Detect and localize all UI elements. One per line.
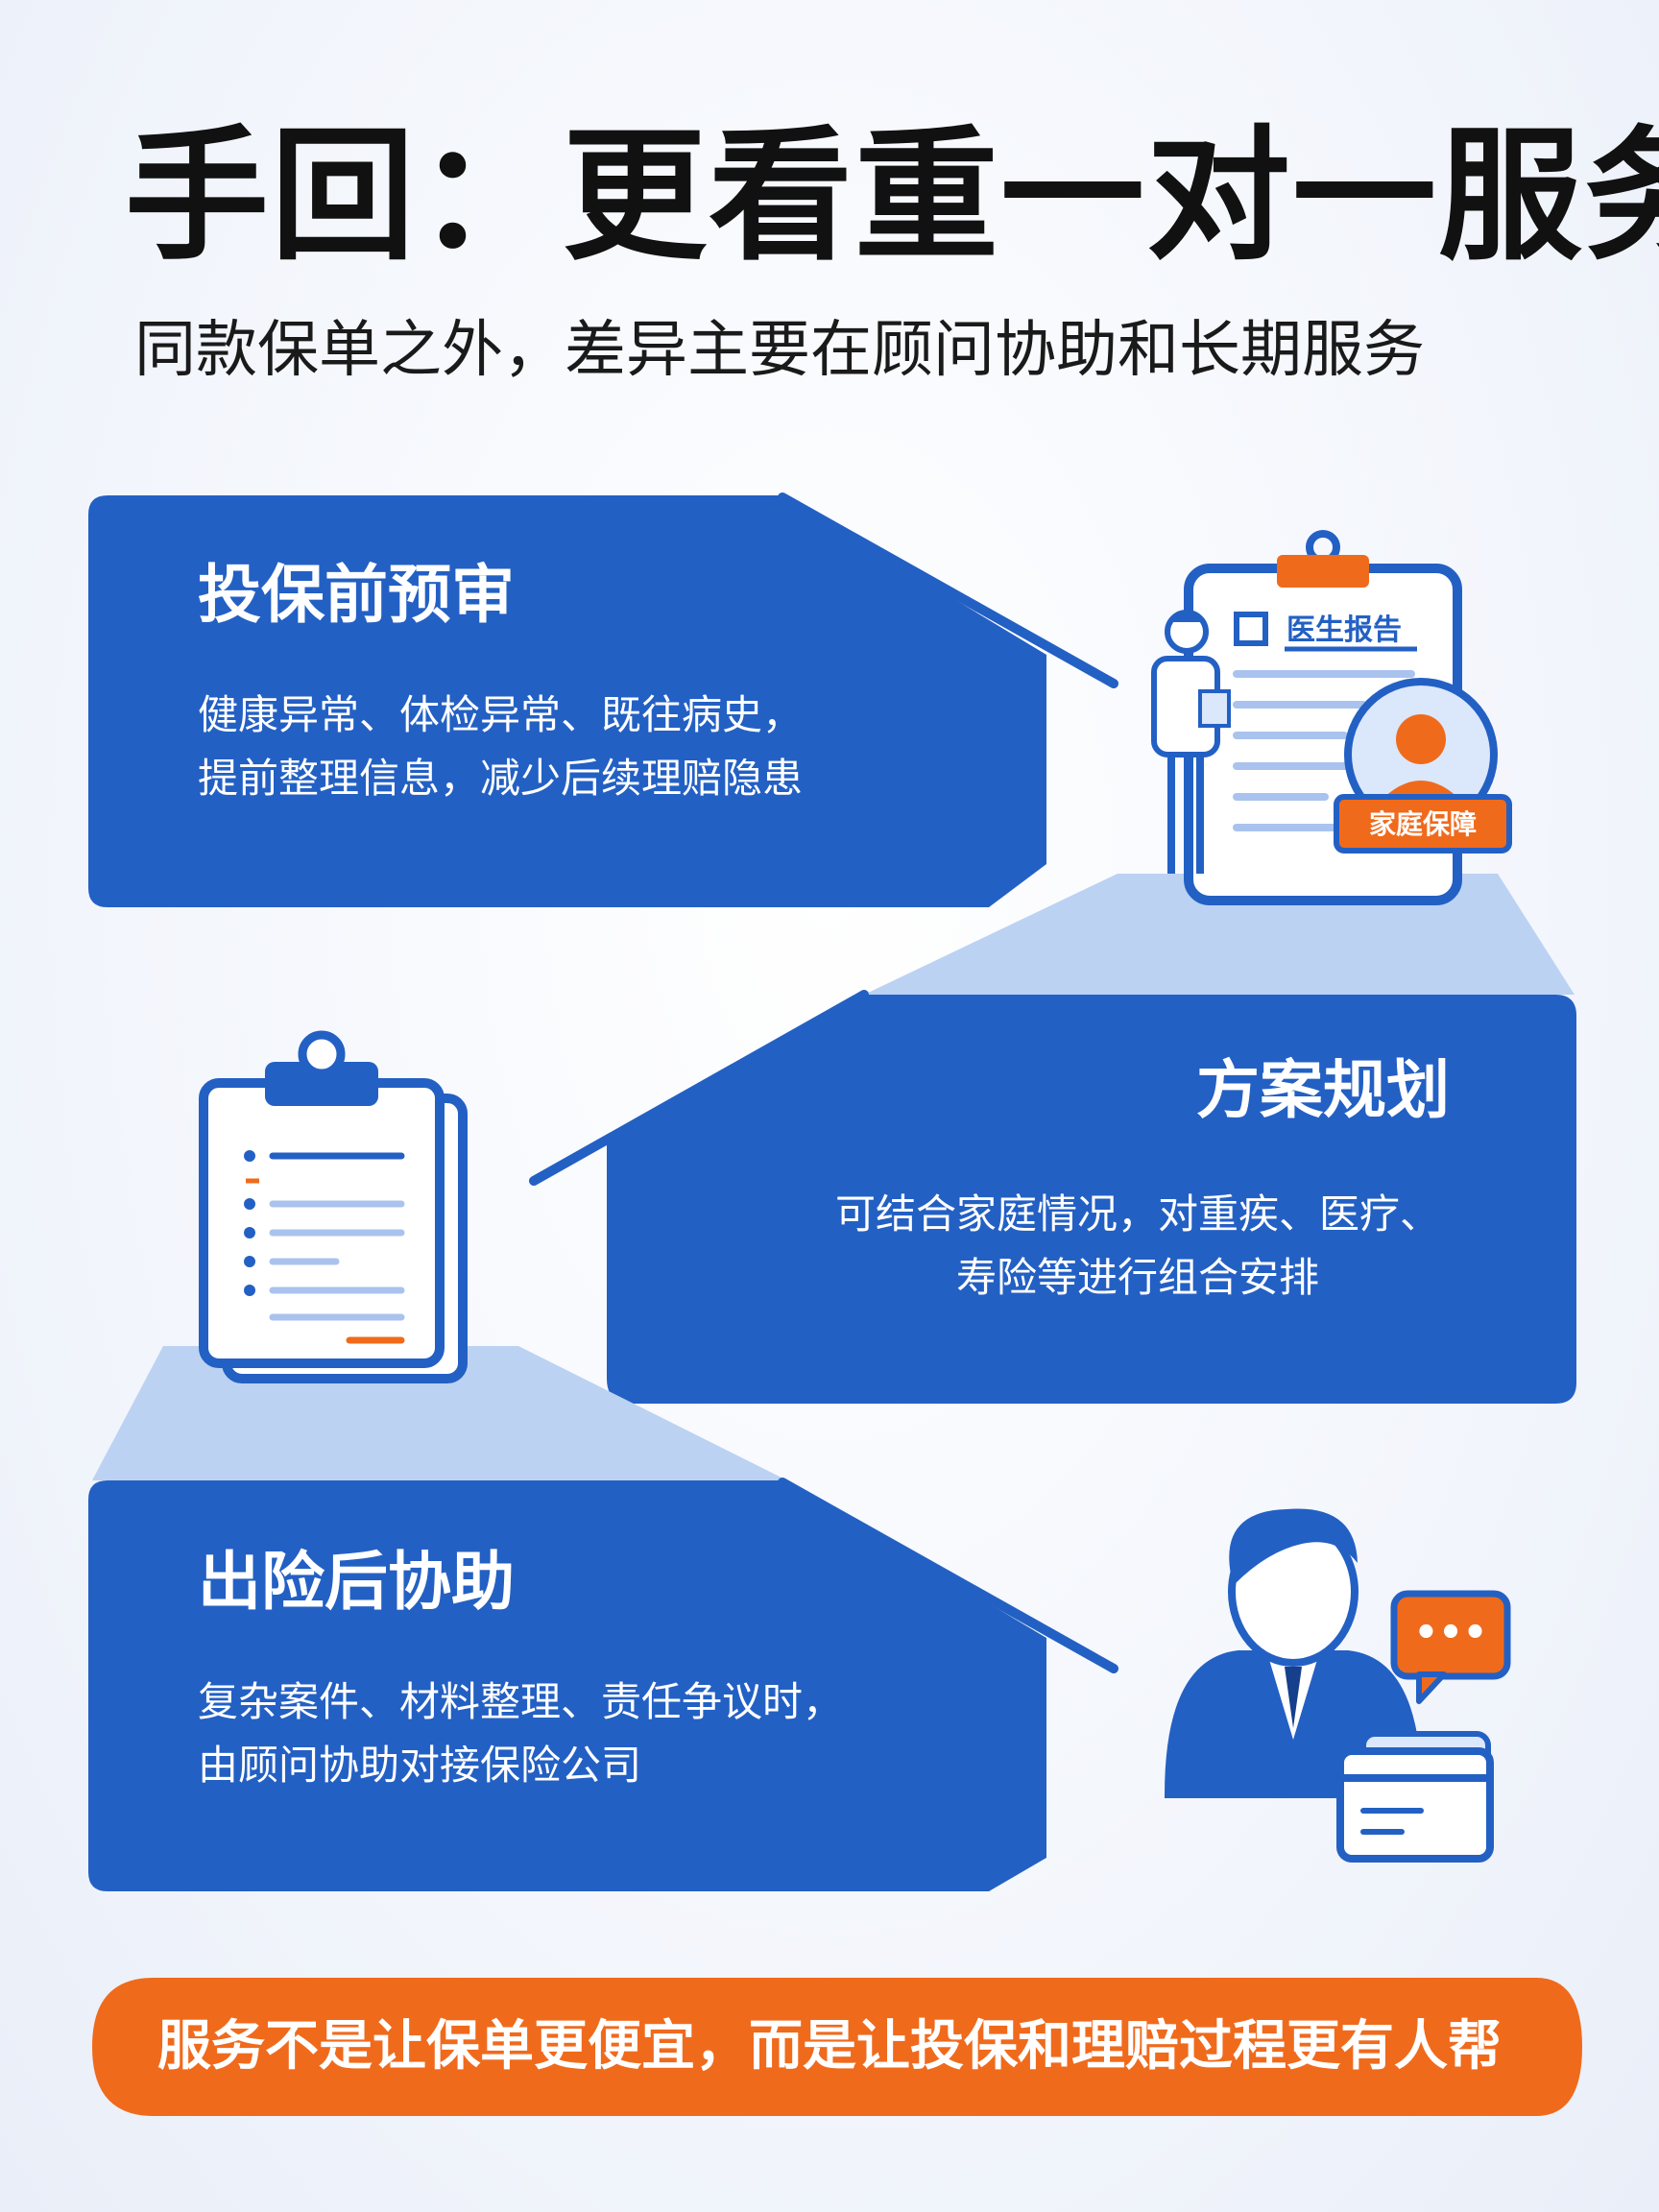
card-pre-review-text: 投保前预审 健康异常、体检异常、既往病史， 提前整理信息，减少后续理赔隐患 xyxy=(198,557,803,810)
bottom-banner xyxy=(92,1978,1582,2116)
family-badge: 家庭保障 xyxy=(1369,808,1477,840)
document-card-icon xyxy=(1336,1731,1494,1863)
chat-glyph: ••• xyxy=(1414,1611,1488,1655)
card-title: 投保前预审 xyxy=(198,558,515,632)
card-line: 由顾问协助对接保险公司 xyxy=(198,1742,642,1789)
doctor-icon xyxy=(1151,610,1231,874)
card-title: 方案规划 xyxy=(1196,1053,1450,1127)
card-line: 可结合家庭情况，对重疾、医疗、 xyxy=(834,1190,1440,1238)
page-subtitle: 同款保单之外，差异主要在顾问协助和长期服务 xyxy=(134,315,1425,386)
card-plan xyxy=(529,990,1576,1404)
card-plan-text: 方案规划 可结合家庭情况，对重疾、医疗、 寿险等进行组合安排 xyxy=(768,1052,1507,1310)
card-title: 出险后协助 xyxy=(198,1545,515,1619)
card-line: 寿险等进行组合安排 xyxy=(955,1254,1319,1301)
checklist-clipboard-icon xyxy=(199,1030,468,1383)
card-line: 复杂案件、材料整理、责任争议时， xyxy=(198,1678,844,1725)
page-title: 手回：更看重一对一服务 xyxy=(125,113,1659,280)
card-line: 提前整理信息，减少后续理赔隐患 xyxy=(198,755,804,802)
chat-bubble-icon: ••• xyxy=(1390,1590,1511,1704)
card-claim-help xyxy=(88,1478,1118,1891)
card-pre-review xyxy=(88,493,1118,907)
report-label: 医生报告 xyxy=(1286,613,1402,647)
card-line: 健康异常、体检异常、既往病史， xyxy=(198,691,804,738)
banner-text: 服务不是让保单更便宜，而是让投保和理赔过程更有人帮 xyxy=(157,2015,1502,2078)
card-claim-help-text: 出险后协助 复杂案件、材料整理、责任争议时， 由顾问协助对接保险公司 xyxy=(198,1544,843,1797)
family-avatar-icon: 家庭保障 xyxy=(1334,678,1512,854)
